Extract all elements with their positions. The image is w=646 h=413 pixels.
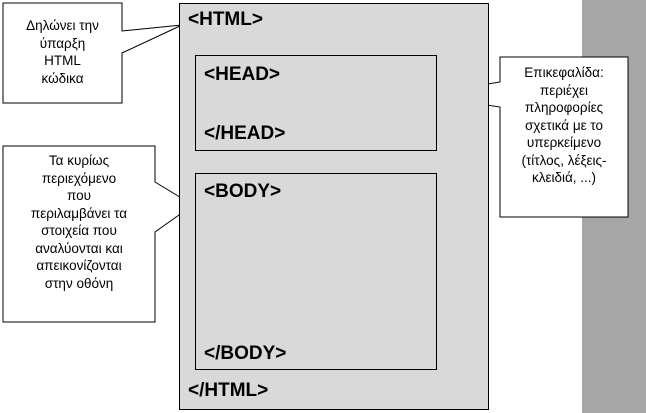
body-open-tag: <BODY> xyxy=(204,181,282,202)
html-callout-bubble xyxy=(2,2,183,104)
head-callout-line: (τίτλος, λέξεις- xyxy=(521,152,607,168)
head-callout-text: Επικεφαλίδα: περιέχει πληροφορίες σχετικ… xyxy=(500,64,628,187)
body-callout-line: που xyxy=(66,188,91,203)
body-callout-bubble xyxy=(2,145,194,323)
body-callout-line: στην οθόνη xyxy=(44,275,114,291)
html-callout-line: κώδικα xyxy=(41,70,84,86)
body-block: <BODY> </BODY> xyxy=(195,173,437,370)
head-block: <HEAD> </HEAD> xyxy=(195,55,437,151)
html-open-tag: <HTML> xyxy=(188,9,263,30)
html-callout-line: HTML xyxy=(44,53,81,68)
body-callout-line: αναλύονται και xyxy=(35,240,123,256)
body-close-tag: </BODY> xyxy=(204,343,287,364)
body-callout-line: Τα κυρίως xyxy=(48,153,110,168)
body-callout-line: απεικονίζονται xyxy=(36,258,122,273)
head-callout-line: σχετικά με το xyxy=(524,117,604,133)
html-callout-line: Δηλώνει την xyxy=(26,18,99,33)
head-callout-line: περιέχει xyxy=(539,82,589,98)
html-close-tag: </HTML> xyxy=(188,380,269,401)
head-open-tag: <HEAD> xyxy=(204,64,281,85)
html-callout-text: Δηλώνει την ύπαρξη HTML κώδικα xyxy=(3,17,122,87)
head-close-tag: </HEAD> xyxy=(204,123,286,144)
head-callout-line: Επικεφαλίδα: xyxy=(524,65,604,80)
head-callout-line: υπερκείμενο xyxy=(526,135,602,150)
head-callout-line: πληροφορίες xyxy=(524,100,604,115)
body-callout-line: περιεχόμενο xyxy=(41,170,117,186)
html-callout-line: ύπαρξη xyxy=(39,35,86,51)
body-callout-line: περιλαμβάνει τα xyxy=(30,205,128,221)
head-callout-line: κλειδιά, ...) xyxy=(531,170,597,185)
body-callout-line: στοιχεία που xyxy=(41,223,117,238)
body-callout-text: Τα κυρίως περιεχόμενο που περιλαμβάνει τ… xyxy=(3,152,155,292)
